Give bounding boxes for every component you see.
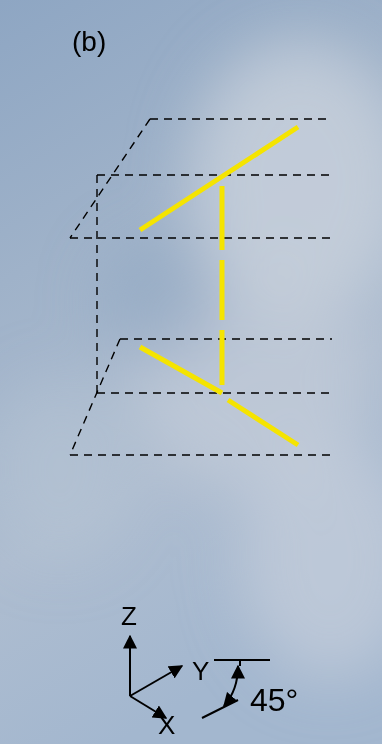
axis-label: Y xyxy=(192,658,209,684)
axis-label: Z xyxy=(121,603,137,629)
clouds xyxy=(0,40,382,680)
yellow-member xyxy=(140,127,298,445)
angle-label: 45° xyxy=(250,684,298,716)
panel-label: (b) xyxy=(72,28,106,56)
axis-label: X xyxy=(158,712,175,738)
dashed-planes xyxy=(70,119,332,455)
axes-symbol xyxy=(130,636,182,718)
